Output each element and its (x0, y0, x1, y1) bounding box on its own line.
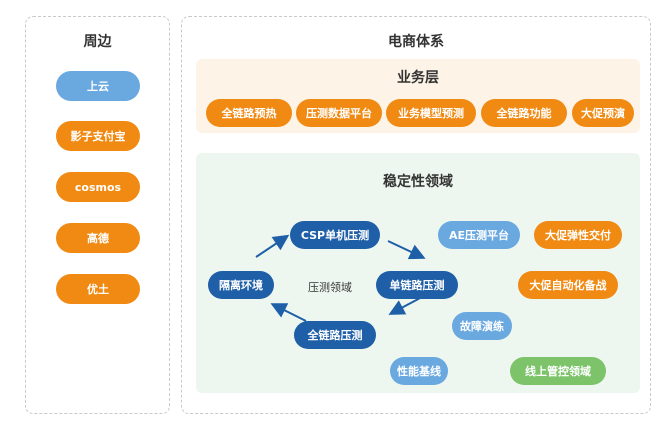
elastic-delivery[interactable]: 大促弹性交付 (534, 221, 622, 249)
perf-baseline[interactable]: 性能基线 (390, 357, 448, 385)
business-item-full-link-warmup[interactable]: 全链路预热 (206, 99, 292, 127)
arrow-full-link-to-isolation (270, 303, 307, 322)
business-item-model-prediction[interactable]: 业务模型预测 (386, 99, 476, 127)
left-item-cloud[interactable]: 上云 (56, 71, 140, 101)
node-isolation-env[interactable]: 隔离环境 (208, 271, 274, 299)
ae-platform[interactable]: AE压测平台 (438, 221, 520, 249)
cycle-label: 压测领域 (308, 281, 352, 294)
arrow-isolation-to-csp (255, 234, 290, 258)
auto-prep[interactable]: 大促自动化备战 (518, 271, 618, 299)
business-item-rehearsal[interactable]: 大促预演 (572, 99, 634, 127)
stability-domain-title: 稳定性领域 (383, 174, 453, 190)
right-panel: 电商体系 业务层 全链路预热 压测数据平台 业务模型预测 全链路功能 大促预演 … (181, 16, 651, 414)
left-item-gaode[interactable]: 高德 (56, 223, 140, 253)
stability-domain: 稳定性领域 CSP单机压测 隔离环境 压测领域 单链路压测 全链路压测 AE压测… (196, 153, 640, 393)
node-single-link[interactable]: 单链路压测 (376, 271, 458, 299)
left-panel-title: 周边 (83, 34, 112, 50)
right-panel-title: 电商体系 (388, 34, 444, 50)
business-layer-title: 业务层 (397, 70, 439, 86)
business-layer: 业务层 全链路预热 压测数据平台 业务模型预测 全链路功能 大促预演 (196, 59, 640, 133)
business-item-data-platform[interactable]: 压测数据平台 (296, 99, 382, 127)
left-item-shadow-alipay[interactable]: 影子支付宝 (56, 121, 140, 151)
arrow-csp-to-single-link (387, 240, 426, 260)
left-panel: 周边 上云 影子支付宝 cosmos 高德 优土 (25, 16, 170, 414)
node-full-link[interactable]: 全链路压测 (294, 321, 376, 349)
left-item-youtu[interactable]: 优土 (56, 274, 140, 304)
node-csp-single-machine[interactable]: CSP单机压测 (290, 221, 380, 249)
online-control[interactable]: 线上管控领域 (510, 357, 606, 385)
business-item-full-link-function[interactable]: 全链路功能 (481, 99, 567, 127)
left-item-cosmos[interactable]: cosmos (56, 172, 140, 202)
fault-drill[interactable]: 故障演练 (452, 312, 512, 340)
cycle-arrows (255, 234, 426, 322)
arrow-single-link-to-full-link (388, 296, 423, 315)
